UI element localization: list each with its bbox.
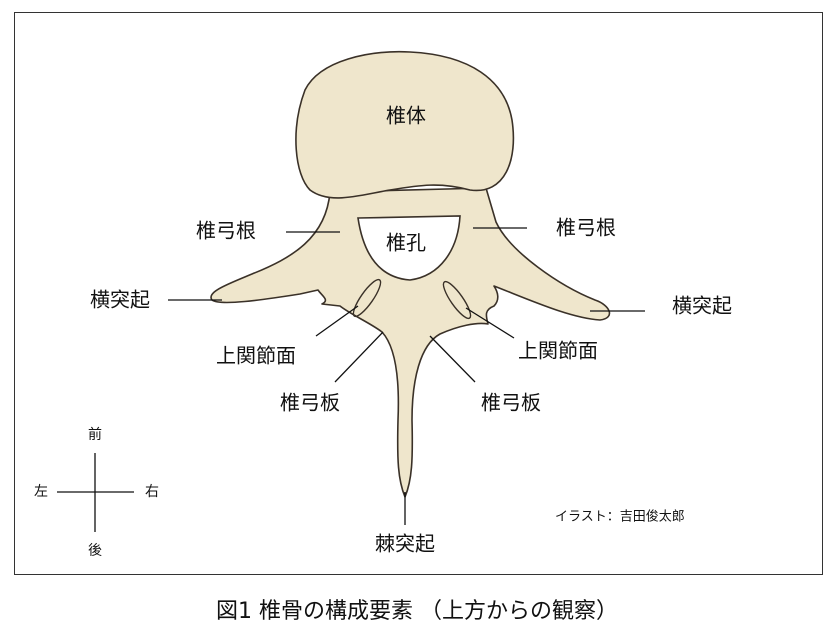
label-spinous: 棘突起 [375, 532, 435, 556]
label-pedicle-right: 椎弓根 [556, 216, 616, 240]
label-facet-right: 上関節面 [518, 339, 598, 363]
leader-lamina-left [334, 331, 384, 383]
leader-facet-left [315, 305, 359, 337]
compass-right: 右 [145, 484, 159, 500]
leader-facet-right [465, 307, 515, 339]
facet-right [442, 280, 472, 320]
compass-back: 後 [88, 543, 102, 559]
vertebral-body [295, 50, 515, 199]
label-transverse-right: 横突起 [672, 294, 732, 318]
label-lamina-right: 椎弓板 [481, 391, 541, 415]
leader-lamina-right [429, 335, 476, 383]
vertebral-arch [210, 187, 611, 498]
label-foramen: 椎孔 [386, 231, 426, 255]
facet-left [352, 278, 382, 318]
figure-caption: 図1 椎骨の構成要素 （上方からの観察） [216, 599, 618, 624]
label-facet-left: 上関節面 [216, 344, 296, 368]
vertebral-foramen [357, 215, 461, 281]
label-body: 椎体 [386, 104, 426, 128]
label-transverse-left: 横突起 [90, 288, 150, 312]
compass-front: 前 [88, 426, 102, 443]
label-pedicle-left: 椎弓根 [196, 219, 256, 243]
illustration-credit: イラスト：吉田俊太郎 [555, 510, 685, 525]
label-lamina-left: 椎弓板 [280, 391, 340, 415]
compass-left: 左 [34, 484, 48, 500]
